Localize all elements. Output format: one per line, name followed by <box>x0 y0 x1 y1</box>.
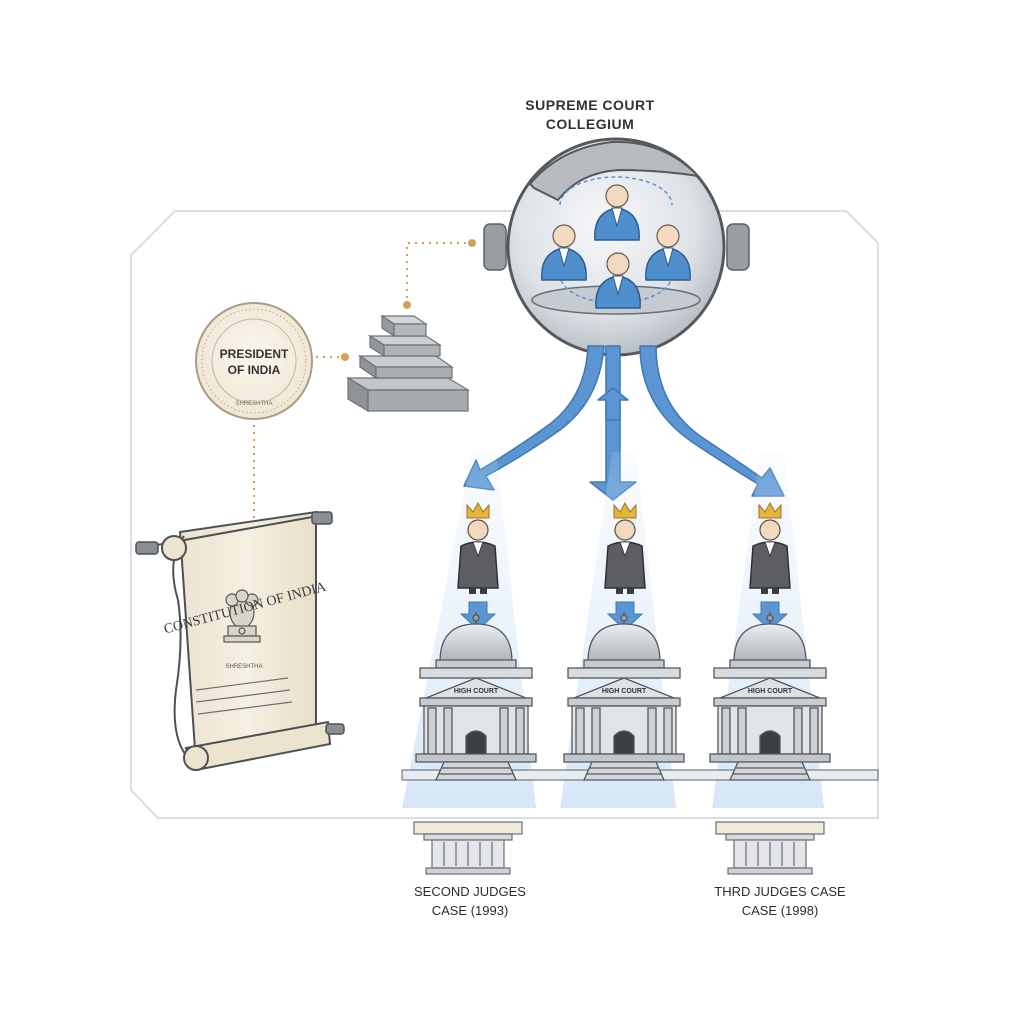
caption-second-line1: SECOND JUDGES <box>414 884 526 899</box>
judge-icon <box>645 224 691 281</box>
judge-icon <box>541 224 587 281</box>
judge-icon <box>594 184 640 241</box>
high-court-sign: HIGH COURT <box>602 688 647 695</box>
high-court-building-icon <box>563 612 685 781</box>
collegium-title: SUPREME COURT COLLEGIUM <box>470 96 710 134</box>
president-seal-icon <box>195 302 313 420</box>
dotted-connectors <box>253 242 472 548</box>
collegium-title-line2: COLLEGIUM <box>545 116 635 132</box>
crown-icon <box>613 501 637 519</box>
caption-second-line2: CASE (1993) <box>431 903 509 918</box>
national-emblem-icon <box>223 589 261 643</box>
column-base-icon <box>715 821 825 875</box>
judge-icon <box>595 252 641 309</box>
stepped-pedestal-icon <box>345 314 471 413</box>
crown-icon <box>466 501 490 519</box>
background-frame <box>130 210 879 819</box>
president-label-line1: PRESIDENT <box>220 347 289 361</box>
constitution-motto: SHRESHTHA <box>225 664 262 670</box>
column-base-icon <box>413 821 523 875</box>
caption-third-line1: THRD JUDGES CASE <box>714 884 846 899</box>
high-court-sign: HIGH COURT <box>454 688 499 695</box>
collegium-judges <box>541 184 691 309</box>
caption-third-judges-case: THRD JUDGES CASE CASE (1998) <box>680 882 880 920</box>
high-court-sign: HIGH COURT <box>748 688 793 695</box>
president-rim-text: SHRESHTHA <box>235 401 272 407</box>
high-court-building-icon <box>415 612 537 781</box>
caption-second-judges-case: SECOND JUDGES CASE (1993) <box>380 882 560 920</box>
high-court-judge-right <box>749 501 791 631</box>
crown-icon <box>758 501 782 519</box>
high-court-building-icon <box>709 612 831 781</box>
president-label-line2: OF INDIA <box>228 363 281 377</box>
constitution-scroll-icon <box>135 510 345 772</box>
caption-third-line2: CASE (1998) <box>741 903 819 918</box>
collegium-title-line1: SUPREME COURT <box>525 97 655 113</box>
